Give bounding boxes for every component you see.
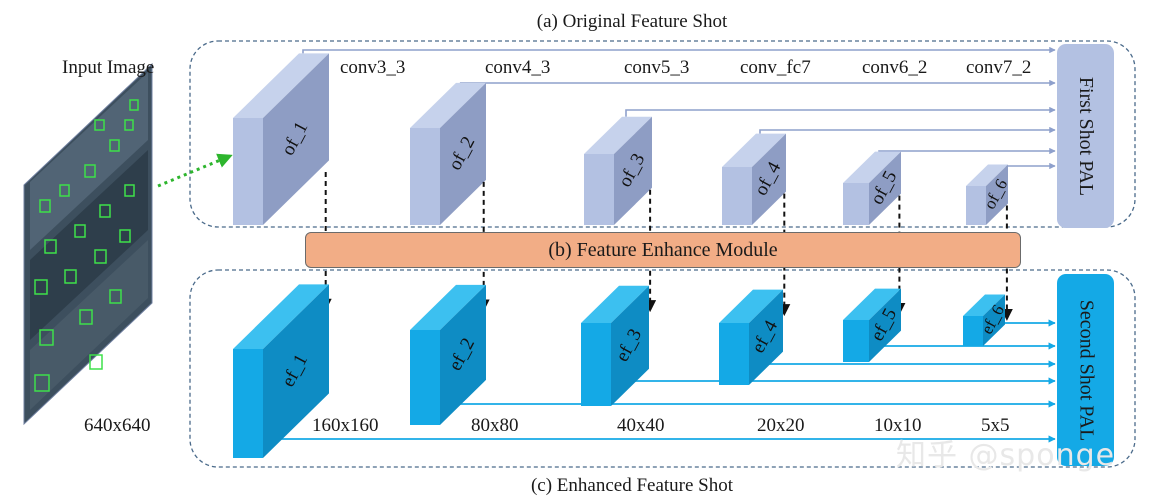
conv-layer-label: conv7_2 [966, 57, 1032, 78]
ef-block-1: ef_1 [233, 284, 329, 458]
enhanced-shot-title: (c) Enhanced Feature Shot [530, 475, 734, 496]
of-block-2: of_2 [410, 82, 486, 225]
ef-block-5: ef_5 [843, 288, 901, 362]
input-image [23, 62, 153, 426]
resolution-label: 5x5 [981, 415, 1010, 436]
resolution-label: 20x20 [757, 415, 805, 436]
of-block-4: of_4 [722, 133, 786, 225]
original-shot-title: (a) Original Feature Shot [536, 11, 728, 32]
conv-layer-label: conv3_3 [340, 57, 406, 78]
ef-block-6: ef_6 [963, 294, 1008, 346]
of-connection-4 [759, 126, 1056, 134]
of-connection-3 [625, 106, 1056, 117]
of-block-1: of_1 [233, 53, 329, 225]
first-shot-pal-label: First Shot PAL [1075, 76, 1097, 196]
enhanced-feature-blocks: ef_1 ef_2 ef_3 ef_4 ef_5 ef_6 [233, 284, 1008, 458]
conv-layer-label: conv_fc7 [740, 57, 811, 78]
of-connection-5 [878, 147, 1056, 155]
resolution-label: 80x80 [471, 415, 519, 436]
enhanced-shot-frame [189, 269, 1136, 468]
input-arrow [157, 153, 233, 188]
original-shot-frame [189, 40, 1136, 228]
original-feature-blocks: of_1 of_2 of_3 of_4 of_5 of_6 [233, 53, 1011, 225]
input-size-label: 640x640 [84, 415, 151, 436]
ef-block-3: ef_3 [581, 285, 649, 406]
resolution-label: 10x10 [874, 415, 922, 436]
conv-layer-label: conv5_3 [624, 57, 690, 78]
of-block-6: of_6 [966, 164, 1011, 225]
of-connection-1 [302, 46, 1056, 54]
ef-block-2: ef_2 [410, 284, 486, 425]
enhanced-connections [259, 319, 1056, 443]
second-shot-pal-box: Second Shot PAL [1057, 274, 1114, 466]
of-block-5: of_5 [843, 151, 901, 225]
resolution-label: 160x160 [312, 415, 379, 436]
input-image-label: Input Image [62, 57, 155, 78]
first-shot-pal-box: First Shot PAL [1057, 44, 1114, 228]
ef-block-4: ef_4 [719, 289, 783, 385]
resolution-label: 40x40 [617, 415, 665, 436]
conv-layer-label: conv4_3 [485, 57, 551, 78]
of-block-3: of_3 [584, 116, 652, 225]
watermark: 知乎 @sponge [896, 438, 1116, 473]
conv-layer-label: conv6_2 [862, 57, 928, 78]
second-shot-pal-label: Second Shot PAL [1075, 299, 1098, 441]
feature-enhance-module: (b) Feature Enhance Module [305, 232, 1021, 268]
